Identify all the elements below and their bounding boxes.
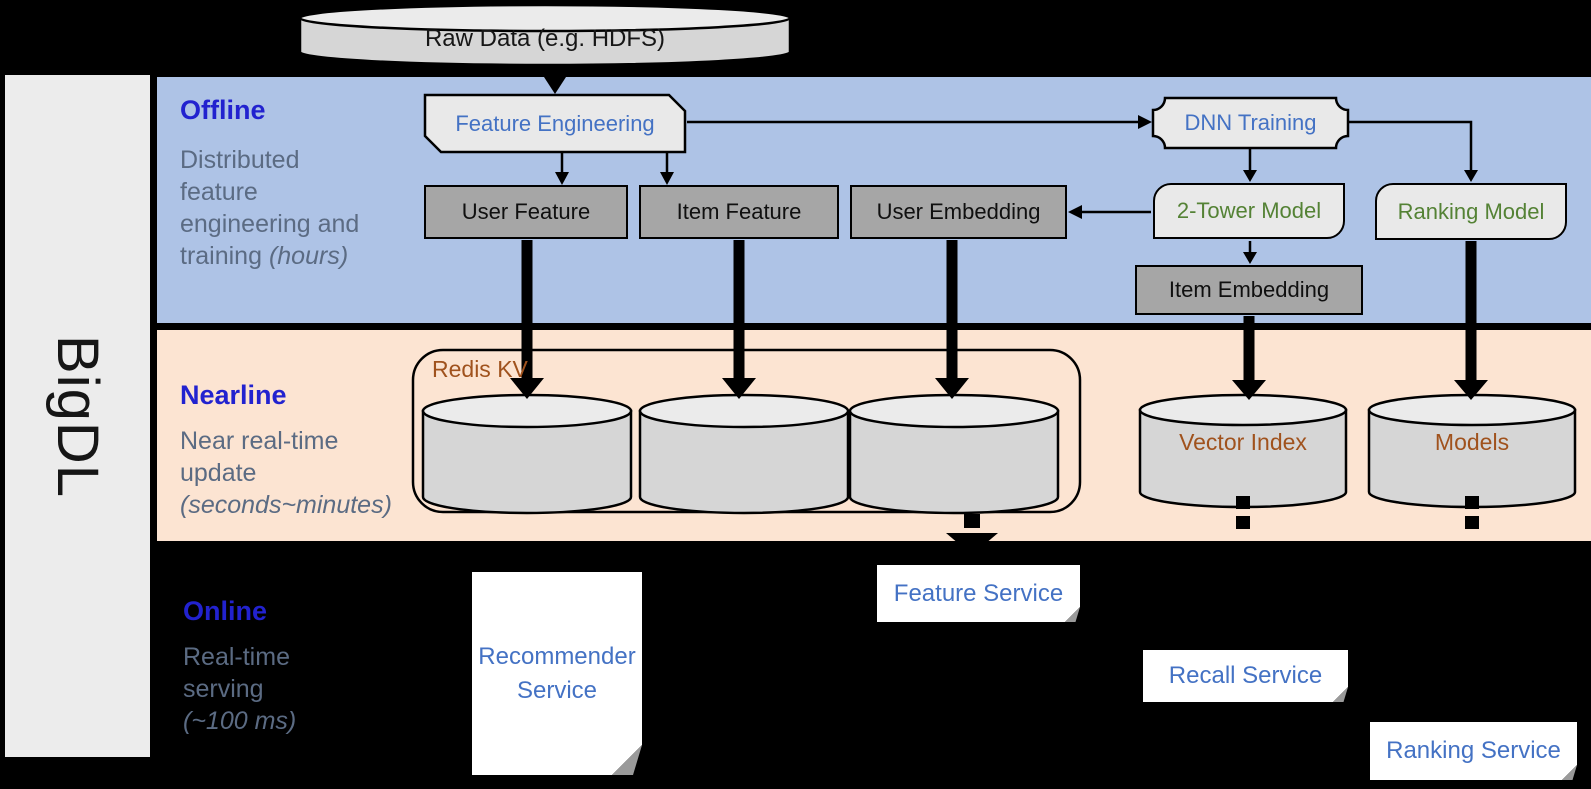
online-description: Real-time serving (~100 ms): [183, 643, 297, 735]
ranking-service-shape: [1370, 722, 1577, 780]
feature-engineering-node: Feature Engineering: [455, 110, 655, 136]
two-tower-model-node: 2-Tower Model: [1153, 183, 1345, 239]
user-embedding-node: User Embedding: [850, 185, 1067, 239]
recall-service-shape: [1143, 650, 1348, 702]
redis-kv-label: Redis KV: [432, 356, 528, 382]
user-feature-node: User Feature: [424, 185, 628, 239]
ranking-model-node: Ranking Model: [1375, 183, 1567, 240]
nearline-description: Near real-time update (seconds~minutes): [180, 427, 392, 519]
recommender-service-label: Recommender Service: [478, 642, 636, 704]
offline-description: Distributed feature engineering and trai…: [180, 146, 360, 270]
nearline-section-header: Nearline Near real-time update (seconds~…: [180, 380, 392, 521]
dnn-training-node: DNN Training: [1184, 110, 1317, 135]
recommender-service-shape: [472, 572, 642, 775]
bigdl-brand-label: BigDL: [45, 334, 111, 498]
online-section-header: Online Real-time serving (~100 ms): [183, 596, 296, 737]
feature-service-shape: [877, 565, 1080, 622]
item-embedding-node: Item Embedding: [1135, 265, 1363, 315]
nearline-title: Nearline: [180, 380, 287, 410]
recall-service-node: Recall Service: [1143, 650, 1348, 702]
ranking-service-node: Ranking Service: [1370, 722, 1577, 780]
sidebar-bigdl: BigDL: [5, 75, 150, 757]
feature-service-node: Feature Service: [877, 565, 1080, 622]
offline-section-header: Offline Distributed feature engineering …: [180, 95, 359, 272]
item-feature-node: Item Feature: [639, 185, 839, 239]
models-label: Models: [1434, 428, 1510, 455]
vector-index-label: Vector Index: [1179, 428, 1307, 455]
offline-title: Offline: [180, 95, 266, 125]
recommender-service-node: Recommender Service: [472, 572, 642, 775]
raw-data-label: Raw Data (e.g. HDFS): [424, 25, 666, 52]
online-title: Online: [183, 596, 268, 626]
